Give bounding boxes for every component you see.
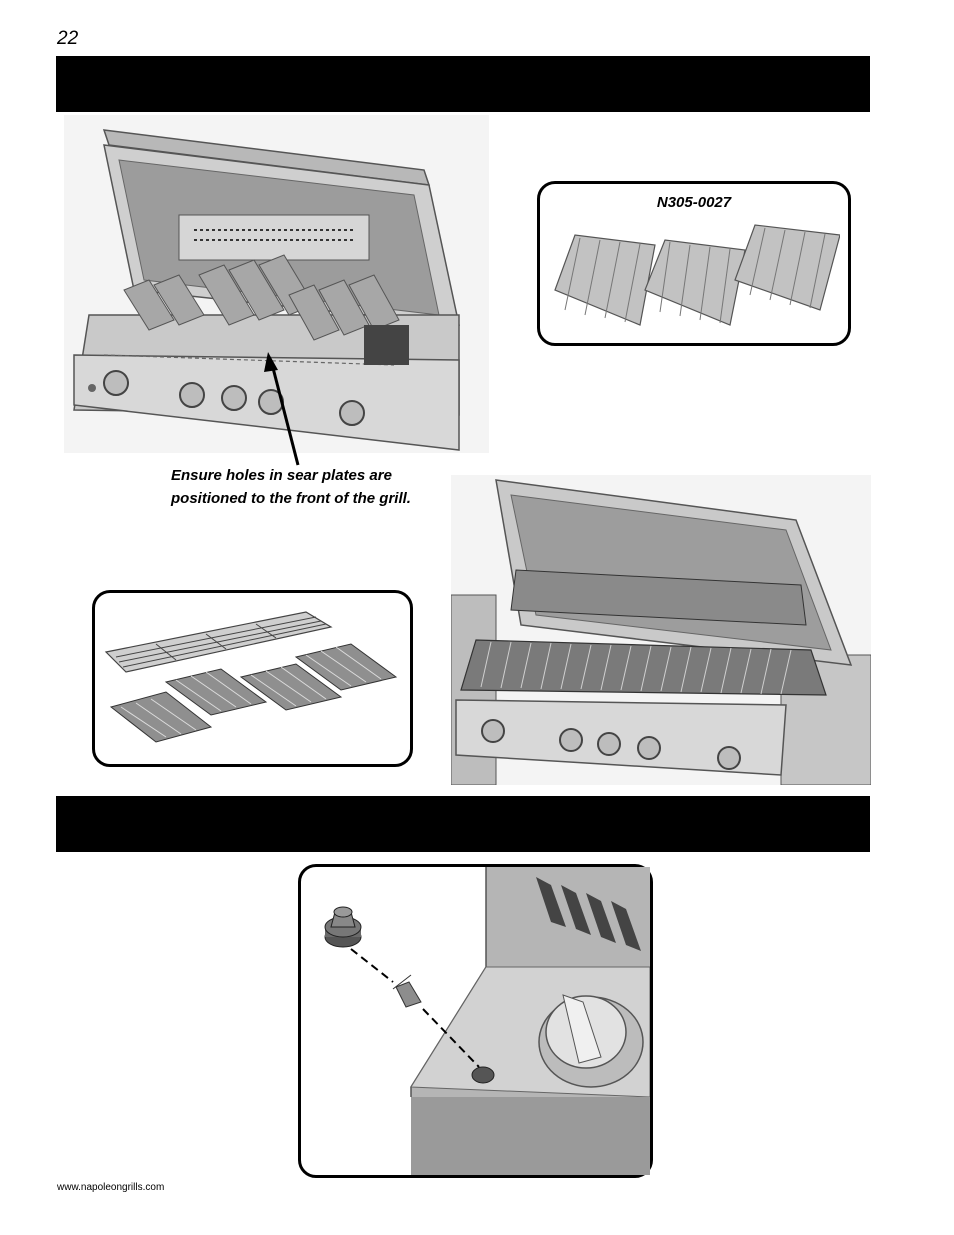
ignitor-button-illustration xyxy=(324,867,650,1175)
heat-plates-illustration xyxy=(554,224,840,326)
footer-url: www.napoleongrills.com xyxy=(57,1182,165,1193)
ignitor-box xyxy=(298,864,653,1178)
section-header-bar xyxy=(56,56,870,112)
cooking-grids-box xyxy=(92,590,413,767)
sear-plate-note: Ensure holes in sear plates are position… xyxy=(171,467,411,507)
heat-plates-part-box: N305-0027 xyxy=(537,181,851,346)
cooking-grids-illustration xyxy=(104,611,398,743)
section-header-bar xyxy=(56,796,870,852)
pointer-arrow xyxy=(264,352,300,466)
grill-heat-plates-illustration xyxy=(64,115,489,453)
part-number-label: N305-0027 xyxy=(656,194,732,211)
page-number: 22 xyxy=(57,28,79,49)
grill-with-grids-illustration xyxy=(451,475,871,785)
